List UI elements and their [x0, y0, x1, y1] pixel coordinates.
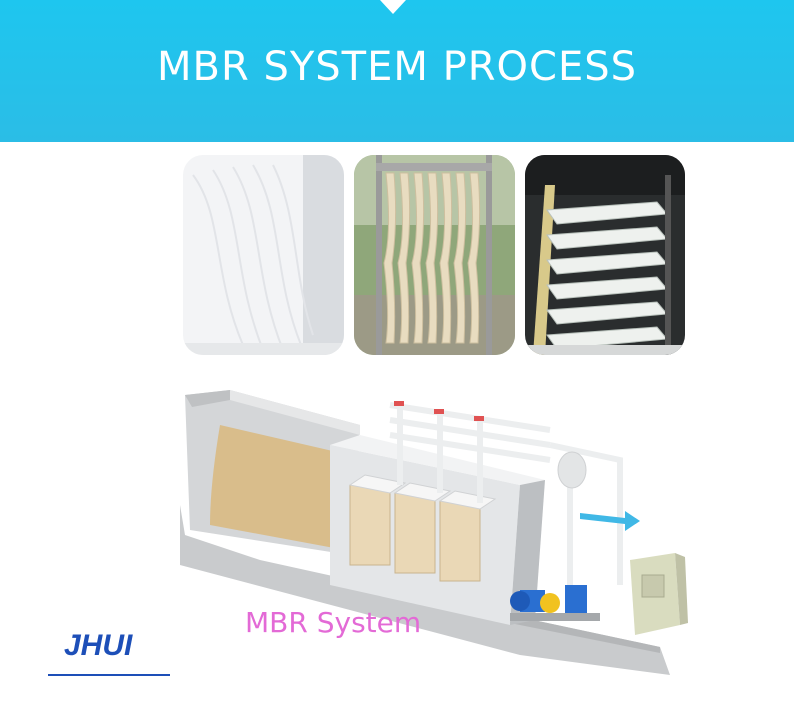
hanging-membrane-modules-photo — [354, 155, 515, 355]
logo-underline — [48, 674, 170, 676]
banner-title: MBR SYSTEM PROCESS — [157, 44, 637, 90]
mbr-tank-process-illustration — [180, 385, 690, 680]
header-banner: MBR SYSTEM PROCESS — [0, 0, 794, 142]
system-caption: MBR System — [245, 606, 422, 639]
flat-sheet-membrane-photo — [183, 155, 344, 355]
banner-notch — [380, 0, 406, 14]
membrane-rack-in-tank-photo — [525, 155, 685, 355]
svg-text:JHUI: JHUI — [64, 629, 133, 662]
jhui-logo: JHUI — [64, 625, 164, 670]
